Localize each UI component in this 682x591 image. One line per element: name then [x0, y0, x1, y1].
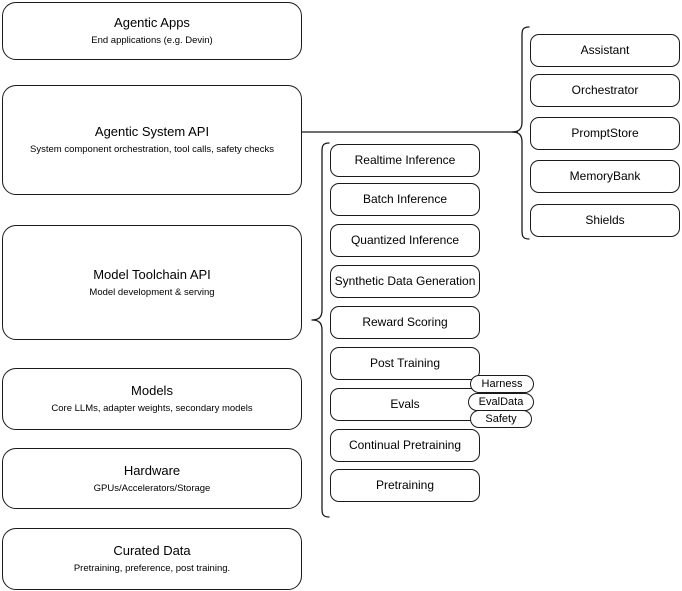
layer-title: Model Toolchain API: [93, 266, 211, 282]
pill-label: Safety: [485, 412, 517, 425]
chip-label: Orchestrator: [571, 83, 639, 97]
toolchain-component-continual-pretraining[interactable]: Continual Pretraining: [330, 429, 480, 462]
chip-label: PromptStore: [571, 126, 639, 140]
layer-title: Curated Data: [113, 543, 191, 558]
layer-subtitle: GPUs/Accelerators/Storage: [93, 482, 211, 494]
layer-subtitle: Core LLMs, adapter weights, secondary mo…: [51, 403, 253, 414]
agentic-component-memorybank[interactable]: MemoryBank: [530, 160, 680, 193]
toolchain-component-evals[interactable]: Evals: [330, 388, 480, 421]
agentic-component-orchestrator[interactable]: Orchestrator: [530, 74, 680, 107]
pill-label: Harness: [481, 377, 523, 390]
toolchain-component-reward-scoring[interactable]: Reward Scoring: [330, 306, 480, 339]
toolchain-component-realtime-inference[interactable]: Realtime Inference: [330, 144, 480, 177]
chip-label: MemoryBank: [569, 169, 641, 183]
toolchain-component-synthetic-data-generation[interactable]: Synthetic Data Generation: [330, 265, 480, 298]
stack-layer-curated-data[interactable]: Curated Data Pretraining, preference, po…: [2, 528, 302, 590]
toolchain-component-quantized-inference[interactable]: Quantized Inference: [330, 224, 480, 257]
agentic-component-promptstore[interactable]: PromptStore: [530, 117, 680, 150]
layer-subtitle: System component orchestration, tool cal…: [30, 144, 274, 155]
layer-title: Hardware: [123, 462, 181, 478]
chip-label: Post Training: [369, 356, 441, 370]
brace-toolchain-components: [308, 142, 332, 518]
chip-label: Shields: [585, 213, 625, 227]
layer-subtitle: Pretraining, preference, post training.: [73, 563, 231, 574]
connector-agentic-system-to-components: [302, 124, 520, 140]
chip-label: Synthetic Data Generation: [334, 274, 476, 288]
layer-title: Models: [131, 383, 173, 398]
stack-layer-agentic-system-api[interactable]: Agentic System API System component orch…: [2, 85, 302, 195]
chip-label: Evals: [390, 397, 420, 411]
layer-subtitle: Model development & serving: [89, 286, 215, 298]
toolchain-component-batch-inference[interactable]: Batch Inference: [330, 183, 480, 216]
evals-subcomponent-evaldata[interactable]: EvalData: [468, 393, 534, 411]
chip-label: Batch Inference: [362, 192, 448, 206]
layer-title: Agentic Apps: [114, 15, 190, 30]
brace-agentic-components: [508, 26, 532, 240]
chip-label: Quantized Inference: [350, 233, 460, 247]
chip-label: Realtime Inference: [354, 153, 456, 167]
layer-subtitle: End applications (e.g. Devin): [91, 35, 213, 46]
toolchain-component-post-training[interactable]: Post Training: [330, 347, 480, 380]
chip-label: Assistant: [580, 43, 630, 57]
chip-label: Pretraining: [375, 478, 435, 492]
pill-label: EvalData: [478, 395, 524, 408]
toolchain-component-pretraining[interactable]: Pretraining: [330, 469, 480, 502]
agentic-component-shields[interactable]: Shields: [530, 204, 680, 237]
agentic-component-assistant[interactable]: Assistant: [530, 34, 680, 67]
stack-layer-hardware[interactable]: Hardware GPUs/Accelerators/Storage: [2, 448, 302, 509]
stack-layer-models[interactable]: Models Core LLMs, adapter weights, secon…: [2, 368, 302, 430]
evals-subcomponent-harness[interactable]: Harness: [470, 375, 534, 393]
chip-label: Reward Scoring: [362, 315, 448, 329]
layer-title: Agentic System API: [94, 124, 210, 139]
stack-layer-agentic-apps[interactable]: Agentic Apps End applications (e.g. Devi…: [2, 2, 302, 60]
stack-layer-model-toolchain-api[interactable]: Model Toolchain API Model development & …: [2, 225, 302, 340]
evals-subcomponent-safety[interactable]: Safety: [470, 410, 532, 428]
chip-label: Continual Pretraining: [348, 438, 462, 452]
